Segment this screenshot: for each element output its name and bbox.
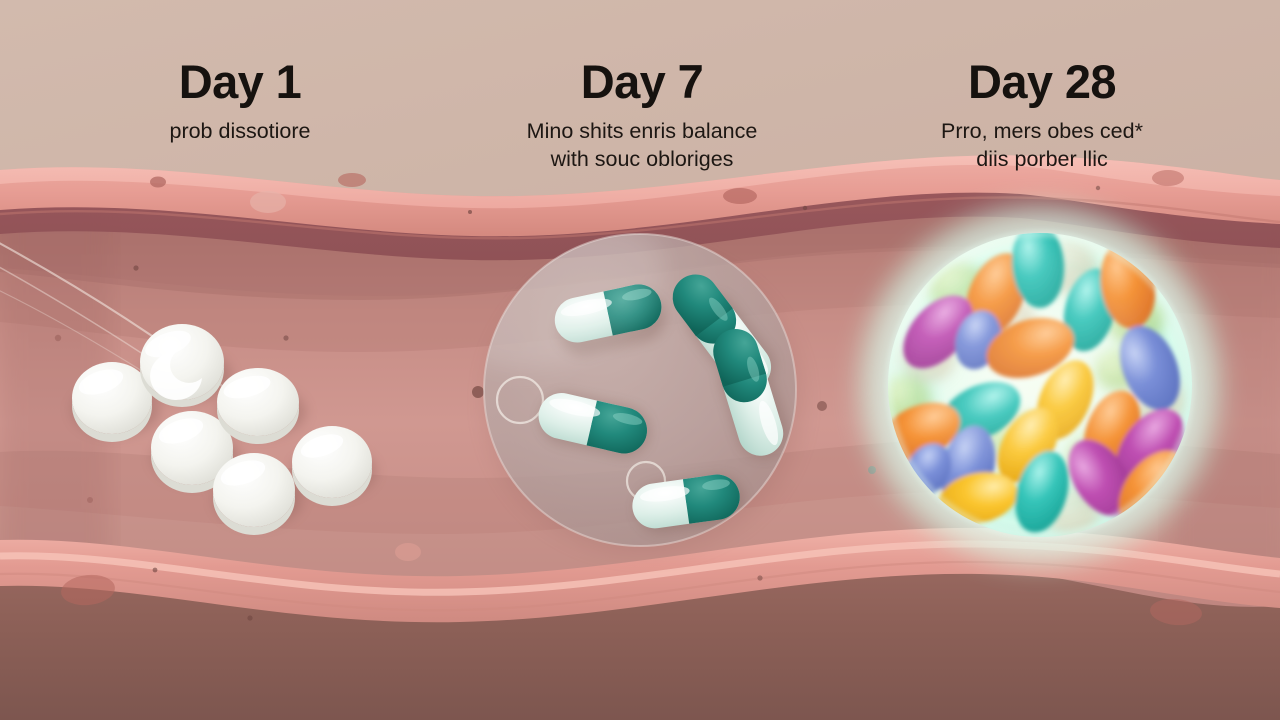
stage-title-day1: Day 1 xyxy=(178,55,302,108)
tissue-speck xyxy=(1095,185,1101,191)
subtitle-line: Mino shits enris balance xyxy=(526,119,758,143)
subtitle-line: Prro, mers obes ced* xyxy=(941,119,1143,143)
upper-intestinal-wall xyxy=(0,155,1280,261)
tablet xyxy=(72,362,152,442)
tissue-speck xyxy=(802,205,808,211)
capsule xyxy=(713,329,784,456)
subtitle-line: with souc obloriges xyxy=(550,147,734,172)
tissue-speck xyxy=(152,567,158,573)
microbe xyxy=(1068,439,1132,517)
subtitle-line: diis porber llic xyxy=(976,147,1108,172)
tablet xyxy=(213,453,295,535)
tissue-spot xyxy=(250,191,286,213)
stage-subtitle-day28: Prro, mers obes ced* diis porber llic xyxy=(862,117,1222,174)
stage-label-day7: Day 7 Mino shits enris balance with souc… xyxy=(462,58,822,174)
tissue-spot xyxy=(338,173,366,187)
day28-visual-group xyxy=(856,201,1224,569)
tablet xyxy=(292,426,372,506)
day1-visual-group xyxy=(0,242,376,535)
stage-label-day1: Day 1 prob dissotiore xyxy=(60,58,420,145)
tablet xyxy=(217,368,299,444)
capsule xyxy=(632,474,740,529)
tissue-spot xyxy=(1150,598,1202,626)
stage-label-day28: Day 28 Prro, mers obes ced* diis porber … xyxy=(862,58,1222,174)
capsule-outline-ring xyxy=(495,375,545,425)
tissue-spot xyxy=(395,543,421,561)
tissue-spot xyxy=(723,188,757,204)
lower-intestinal-wall xyxy=(0,527,1280,626)
tablet xyxy=(140,324,224,407)
microbe xyxy=(1015,451,1069,533)
microbe-colony xyxy=(888,233,1186,536)
tissue-spot xyxy=(150,176,166,188)
colony-edge-highlight xyxy=(886,231,1194,539)
stage-subtitle-day7: Mino shits enris balance with souc oblor… xyxy=(462,117,822,174)
tissue-speck xyxy=(757,575,763,581)
stage-title-day7: Day 7 xyxy=(580,55,704,108)
tissue-spot xyxy=(61,574,115,606)
lumen-particles xyxy=(54,265,876,503)
tissue-speck xyxy=(468,210,472,214)
day7-visual-group xyxy=(483,233,800,552)
tissue-spot xyxy=(1152,170,1184,186)
subtitle-line: prob dissotiore xyxy=(169,119,311,143)
stage-title-day28: Day 28 xyxy=(968,55,1117,108)
tissue-speck xyxy=(247,615,253,621)
tablet xyxy=(151,411,233,493)
stage-subtitle-day1: prob dissotiore xyxy=(60,117,420,145)
capsule xyxy=(538,393,647,454)
